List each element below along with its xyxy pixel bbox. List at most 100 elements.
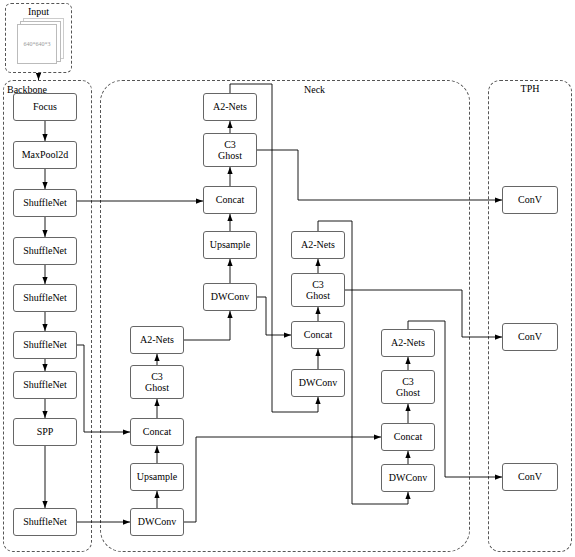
module-label: Upsample xyxy=(137,471,178,483)
flow-arrow xyxy=(318,221,408,504)
input-image: 640*640*3 xyxy=(17,24,57,64)
module-box: Upsample xyxy=(130,463,184,491)
flow-arrow xyxy=(408,451,409,464)
module-label: SPP xyxy=(37,426,54,438)
module-label: Upsample xyxy=(210,239,251,251)
module-box: SPP xyxy=(13,418,77,446)
flow-arrow xyxy=(45,359,46,371)
flow-arrow xyxy=(77,201,203,202)
flow-arrow xyxy=(157,491,158,508)
flow-arrow xyxy=(45,217,46,237)
module-label: Concat xyxy=(216,194,244,206)
module-box: ShuffleNet xyxy=(13,331,77,359)
flow-arrow xyxy=(318,307,319,321)
stage-group: NeckDWConvUpsampleConcatC3 GhostA2-NetsD… xyxy=(100,80,470,552)
module-box: ConV xyxy=(502,186,558,214)
group-title: Input xyxy=(6,6,71,18)
module-label: ShuffleNet xyxy=(23,197,67,209)
module-label: DWConv xyxy=(211,291,249,303)
module-box: Concat xyxy=(291,321,345,349)
module-box: ShuffleNet xyxy=(13,189,77,217)
flow-arrow xyxy=(408,321,502,477)
module-label: ConV xyxy=(518,331,542,343)
flow-arrow xyxy=(45,121,46,141)
module-label: C3 Ghost xyxy=(303,279,333,302)
module-label: Focus xyxy=(33,101,57,113)
module-label: ConV xyxy=(518,194,542,206)
module-box: ConV xyxy=(502,463,558,491)
module-label: C3 Ghost xyxy=(393,376,423,399)
flow-arrow xyxy=(157,399,158,418)
stage-group: BackboneFocusMaxPool2dShuffleNetShuffleN… xyxy=(3,80,92,552)
module-box: MaxPool2d xyxy=(13,141,77,169)
stage-group: TPH ConV ConV ConV xyxy=(488,80,572,552)
flow-arrow xyxy=(45,446,46,508)
flow-arrow xyxy=(257,297,291,335)
module-label: ShuffleNet xyxy=(23,292,67,304)
flow-arrow xyxy=(184,437,381,522)
flow-arrow xyxy=(45,169,46,189)
flow-arrow xyxy=(408,404,409,423)
module-label: A2-Nets xyxy=(301,239,335,251)
image-size-label: 640*640*3 xyxy=(24,41,51,47)
module-label: DWConv xyxy=(299,377,337,389)
module-box: C3 Ghost xyxy=(203,133,257,167)
module-box: A2-Nets xyxy=(381,329,435,357)
flow-arrow xyxy=(157,354,158,365)
module-label: MaxPool2d xyxy=(22,149,69,161)
module-label: ShuffleNet xyxy=(23,339,67,351)
module-box: Focus xyxy=(13,93,77,121)
module-box: DWConv xyxy=(203,283,257,311)
module-label: A2-Nets xyxy=(391,337,425,349)
flow-arrow xyxy=(408,357,409,370)
flow-arrow xyxy=(45,312,46,331)
module-box: Concat xyxy=(130,418,184,446)
module-label: C3 Ghost xyxy=(142,371,172,394)
module-box: C3 Ghost xyxy=(130,365,184,399)
flow-arrow xyxy=(157,446,158,463)
module-box: Concat xyxy=(203,186,257,214)
module-box: Upsample xyxy=(203,231,257,259)
module-label: A2-Nets xyxy=(140,334,174,346)
group-title: Neck xyxy=(304,84,325,96)
module-box: Concat xyxy=(381,423,435,451)
flow-arrow xyxy=(38,73,39,80)
module-label: ShuffleNet xyxy=(23,379,67,391)
module-label: DWConv xyxy=(389,472,427,484)
module-box: DWConv xyxy=(130,508,184,536)
module-box: C3 Ghost xyxy=(381,370,435,404)
flow-arrow xyxy=(318,349,319,369)
flow-arrow xyxy=(45,399,46,418)
module-box: ShuffleNet xyxy=(13,284,77,312)
module-label: ShuffleNet xyxy=(23,516,67,528)
module-box: ShuffleNet xyxy=(13,237,77,265)
flow-arrow xyxy=(184,311,230,340)
module-label: Concat xyxy=(143,426,171,438)
module-box: ShuffleNet xyxy=(13,508,77,536)
module-box: A2-Nets xyxy=(291,231,345,259)
module-label: C3 Ghost xyxy=(215,139,245,162)
module-label: A2-Nets xyxy=(213,101,247,113)
group-title: TPH xyxy=(489,83,571,95)
module-label: ConV xyxy=(518,471,542,483)
module-box: C3 Ghost xyxy=(291,273,345,307)
flow-arrow xyxy=(230,121,231,133)
flow-arrow xyxy=(230,167,231,186)
module-label: ShuffleNet xyxy=(23,245,67,257)
module-box: ConV xyxy=(502,323,558,351)
flow-arrow xyxy=(77,345,130,432)
stage-group: Input 640*640*3 xyxy=(5,3,72,73)
flow-arrow xyxy=(257,150,502,200)
module-box: ShuffleNet xyxy=(13,371,77,399)
flow-arrow xyxy=(230,214,231,231)
flow-arrow xyxy=(230,84,318,412)
module-box: DWConv xyxy=(381,464,435,492)
module-label: Concat xyxy=(304,329,332,341)
flow-arrow xyxy=(77,522,130,523)
flow-arrow xyxy=(318,259,319,273)
module-box: A2-Nets xyxy=(203,93,257,121)
module-label: Concat xyxy=(394,431,422,443)
flow-arrow xyxy=(230,259,231,283)
module-box: A2-Nets xyxy=(130,326,184,354)
